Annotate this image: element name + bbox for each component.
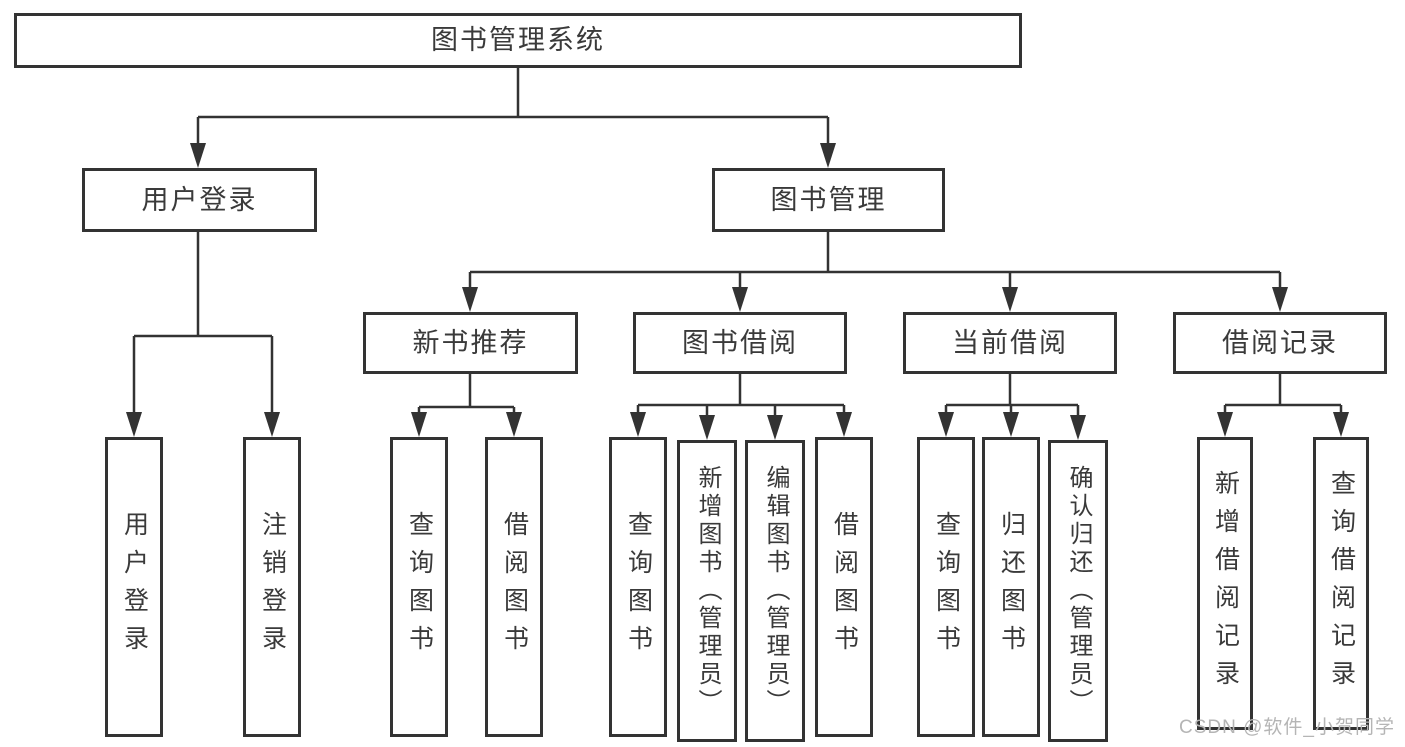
leaf-query-books-recommend-label: 查询图书 xyxy=(405,511,434,663)
leaf-add-book-admin-label: 新增图书（管理员） xyxy=(694,465,721,717)
leaf-query-books-recommend: 查询图书 xyxy=(390,437,448,737)
node-user-login: 用户登录 xyxy=(82,168,317,232)
leaf-return-books-label: 归还图书 xyxy=(997,511,1026,663)
node-book-management: 图书管理 xyxy=(712,168,945,232)
node-current-borrow: 当前借阅 xyxy=(903,312,1117,374)
node-library-system-label: 图书管理系统 xyxy=(431,25,605,55)
leaf-confirm-return-admin-label: 确认归还（管理员） xyxy=(1065,465,1092,717)
node-book-management-label: 图书管理 xyxy=(770,184,887,215)
leaf-query-borrow-record: 查询借阅记录 xyxy=(1313,437,1369,730)
leaf-add-borrow-record: 新增借阅记录 xyxy=(1197,437,1253,730)
node-new-book-recommend: 新书推荐 xyxy=(363,312,578,374)
node-borrow-records: 借阅记录 xyxy=(1173,312,1387,374)
leaf-query-books-current: 查询图书 xyxy=(917,437,975,737)
leaf-borrow-books-recommend: 借阅图书 xyxy=(485,437,543,737)
leaf-borrow-books: 借阅图书 xyxy=(815,437,873,737)
node-new-book-recommend-label: 新书推荐 xyxy=(412,327,529,358)
node-library-system: 图书管理系统 xyxy=(14,13,1022,68)
leaf-add-borrow-record-label: 新增借阅记录 xyxy=(1211,469,1240,698)
leaf-confirm-return-admin: 确认归还（管理员） xyxy=(1048,440,1108,742)
leaf-user-login-label: 用户登录 xyxy=(120,511,149,663)
leaf-edit-book-admin-label: 编辑图书（管理员） xyxy=(762,465,789,717)
leaf-query-books-borrow-label: 查询图书 xyxy=(624,511,653,663)
leaf-borrow-books-label: 借阅图书 xyxy=(830,511,859,663)
leaf-query-books-current-label: 查询图书 xyxy=(932,511,961,663)
node-book-borrow: 图书借阅 xyxy=(633,312,847,374)
node-user-login-label: 用户登录 xyxy=(141,184,258,215)
leaf-query-books-borrow: 查询图书 xyxy=(609,437,667,737)
leaf-edit-book-admin: 编辑图书（管理员） xyxy=(745,440,805,742)
leaf-logout: 注销登录 xyxy=(243,437,301,737)
node-borrow-records-label: 借阅记录 xyxy=(1222,327,1338,358)
leaf-user-login: 用户登录 xyxy=(105,437,163,737)
node-current-borrow-label: 当前借阅 xyxy=(952,327,1068,358)
leaf-borrow-books-recommend-label: 借阅图书 xyxy=(500,511,529,663)
csdn-watermark: CSDN @软件_小贺同学 xyxy=(1179,717,1395,738)
leaf-add-book-admin: 新增图书（管理员） xyxy=(677,440,737,742)
node-book-borrow-label: 图书借阅 xyxy=(682,327,798,358)
leaf-logout-label: 注销登录 xyxy=(258,511,287,663)
leaf-query-borrow-record-label: 查询借阅记录 xyxy=(1327,469,1356,698)
leaf-return-books: 归还图书 xyxy=(982,437,1040,737)
